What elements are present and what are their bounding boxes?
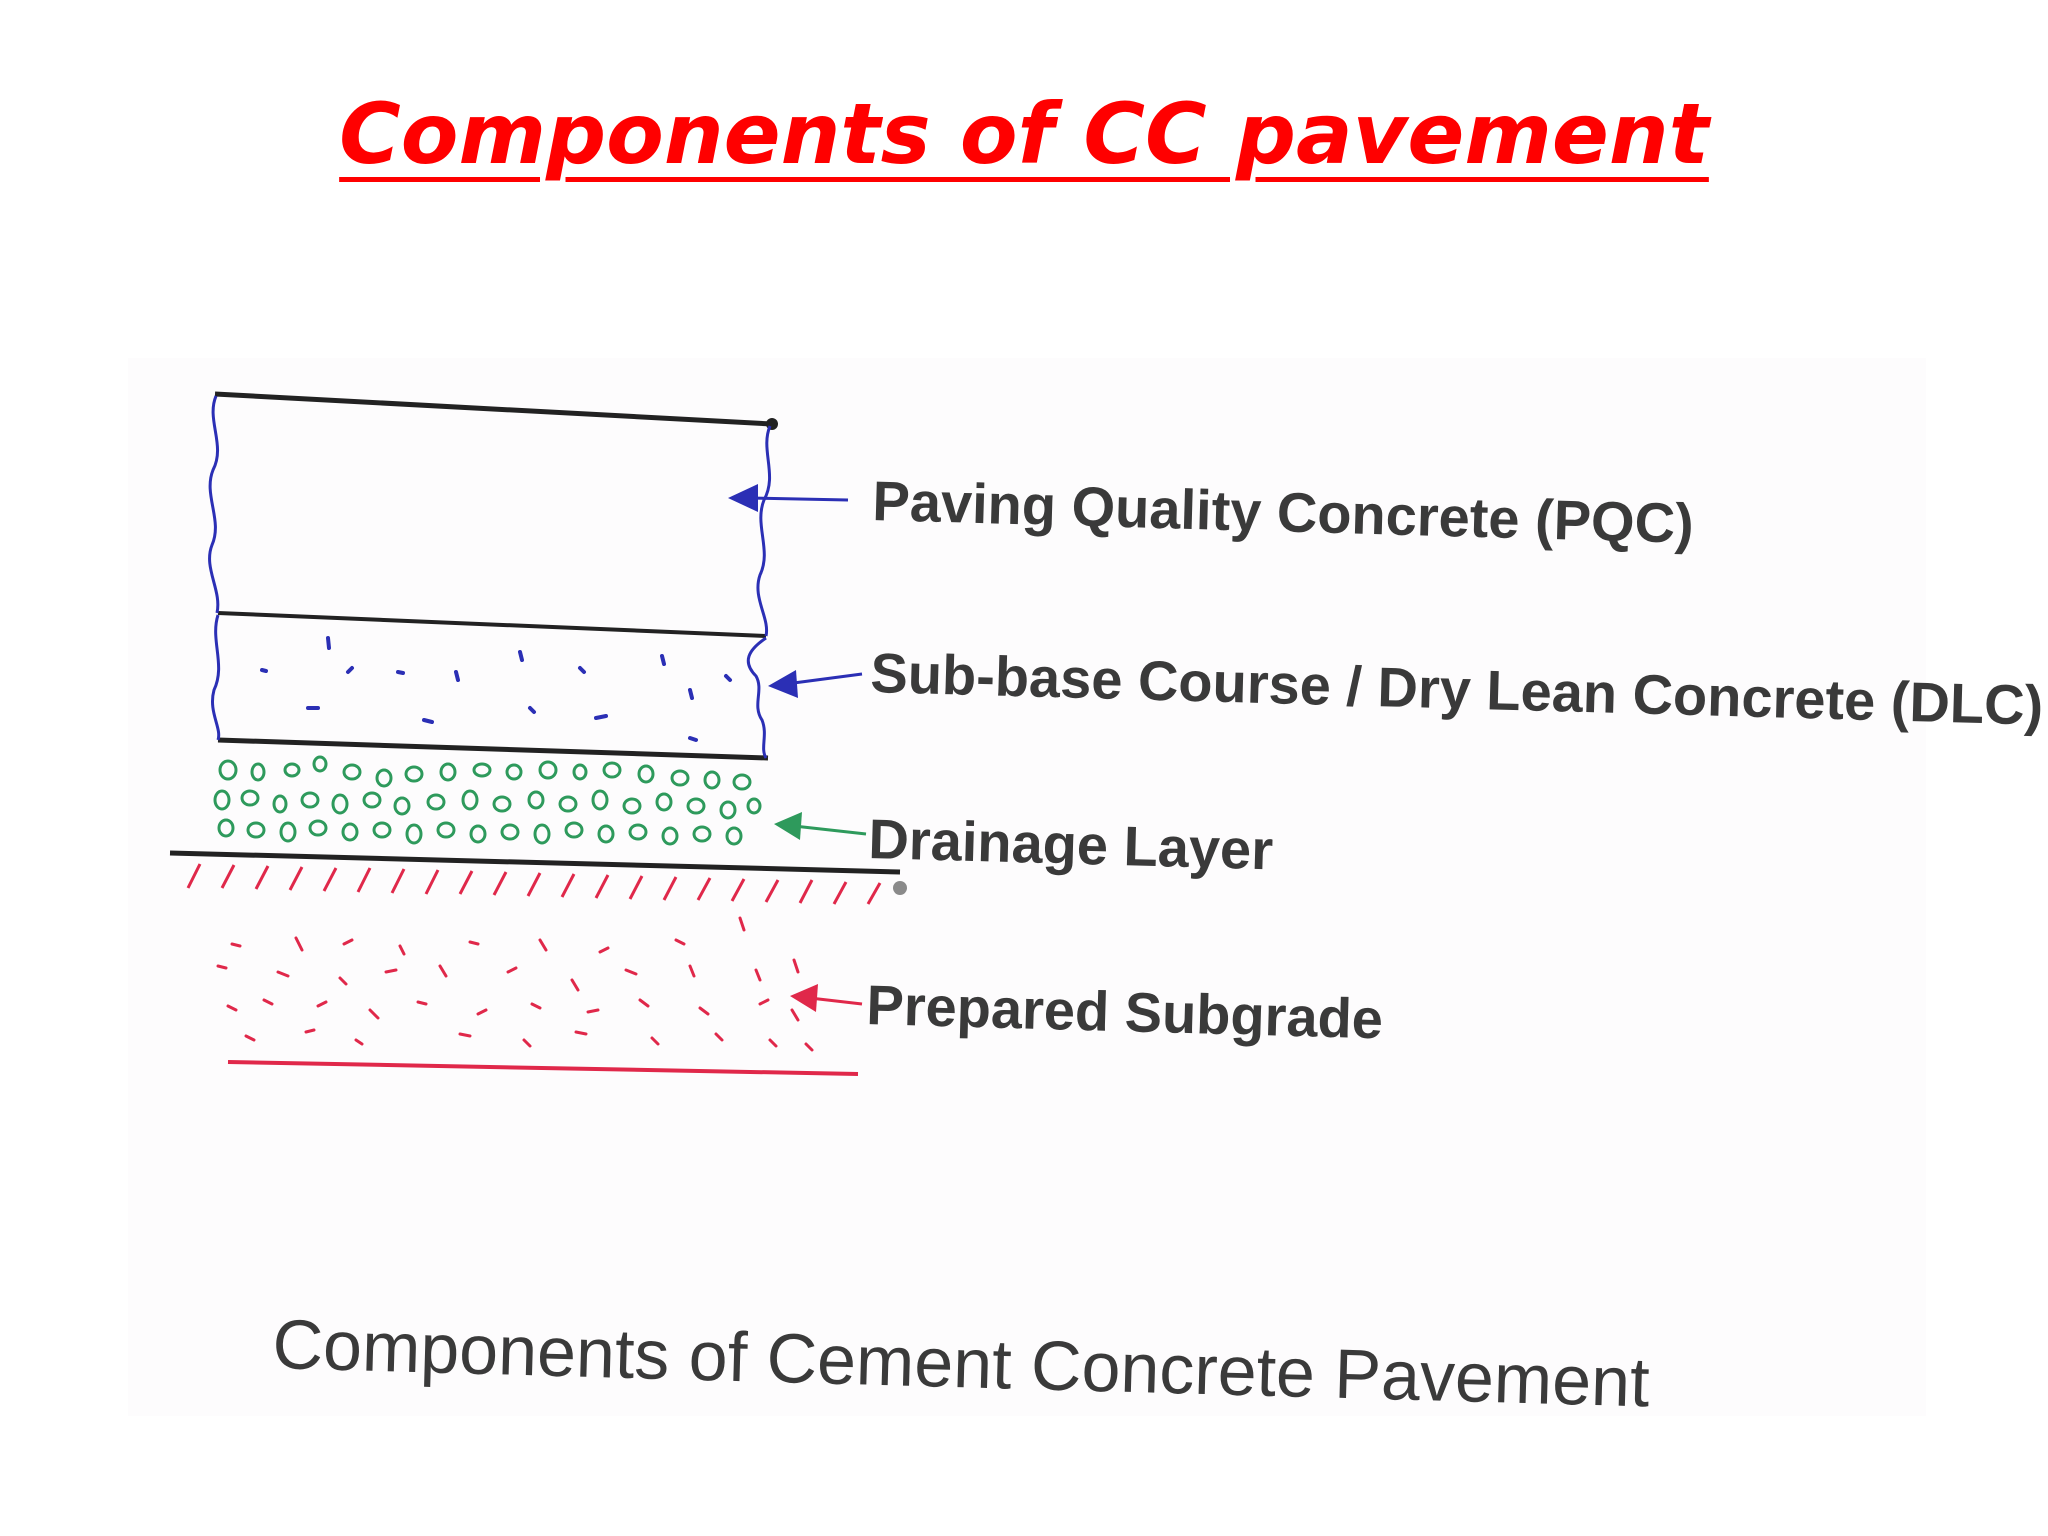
dlc-label: Sub-base Course / Dry Lean Concrete (DLC…	[870, 641, 2044, 737]
drainage-gravel-pattern	[213, 755, 762, 846]
figure-caption: Components of Cement Concrete Pavement	[272, 1305, 1651, 1421]
pqc-bottom-edge	[217, 611, 767, 638]
pqc-label: Paving Quality Concrete (PQC)	[872, 469, 1695, 555]
drainage-bottom-edge	[169, 850, 901, 875]
subgrade-soil-specks	[216, 916, 814, 1052]
subgrade-layer	[186, 863, 882, 1076]
pqc-top-edge	[214, 391, 773, 427]
scanned-figure-background	[128, 358, 1926, 1416]
subgrade-label: Prepared Subgrade	[866, 973, 1384, 1050]
dlc-aggregate-specks	[260, 636, 732, 742]
dlc-bottom-edge	[217, 737, 769, 761]
subgrade-arrow	[790, 984, 863, 1012]
dlc-arrow	[768, 670, 863, 698]
slide-title: Components of CC pavement	[339, 85, 1709, 183]
drainage-layer	[169, 755, 907, 895]
dlc-layer	[211, 614, 769, 761]
drainage-label: Drainage Layer	[868, 807, 1274, 881]
drainage-arrow	[774, 812, 867, 840]
pqc-right-break-line	[756, 425, 772, 637]
pqc-layer	[208, 391, 778, 638]
pqc-left-break-line	[208, 395, 220, 614]
dlc-left-break-line	[211, 614, 221, 741]
drainage-bottom-edge-end-dot	[893, 881, 907, 895]
pqc-arrow	[728, 484, 849, 512]
dlc-right-break-line	[746, 636, 768, 759]
subgrade-bottom-edge	[227, 1060, 859, 1076]
subgrade-hatching	[186, 863, 882, 905]
